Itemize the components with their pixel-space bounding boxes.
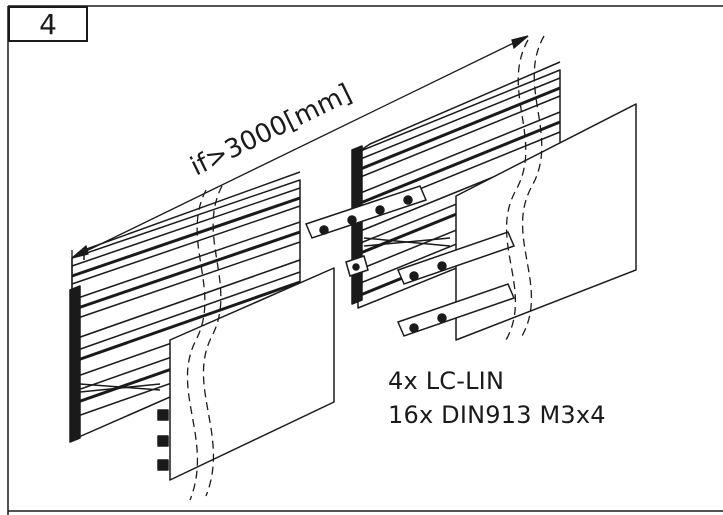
dimension-line xyxy=(71,35,529,292)
parts-list: 4x LC-LIN 16x DIN913 M3x4 xyxy=(388,364,606,432)
connector-bars xyxy=(304,185,516,337)
step-number-box: 4 xyxy=(8,6,88,42)
dimension-label: if>3000[mm] xyxy=(186,78,357,182)
parts-line-connectors: 4x LC-LIN xyxy=(388,367,505,395)
left-profile xyxy=(69,171,335,481)
break-lines xyxy=(186,35,545,501)
frame-border xyxy=(7,5,723,515)
step-number: 4 xyxy=(39,7,57,41)
parts-line-screws: 16x DIN913 M3x4 xyxy=(388,401,606,429)
